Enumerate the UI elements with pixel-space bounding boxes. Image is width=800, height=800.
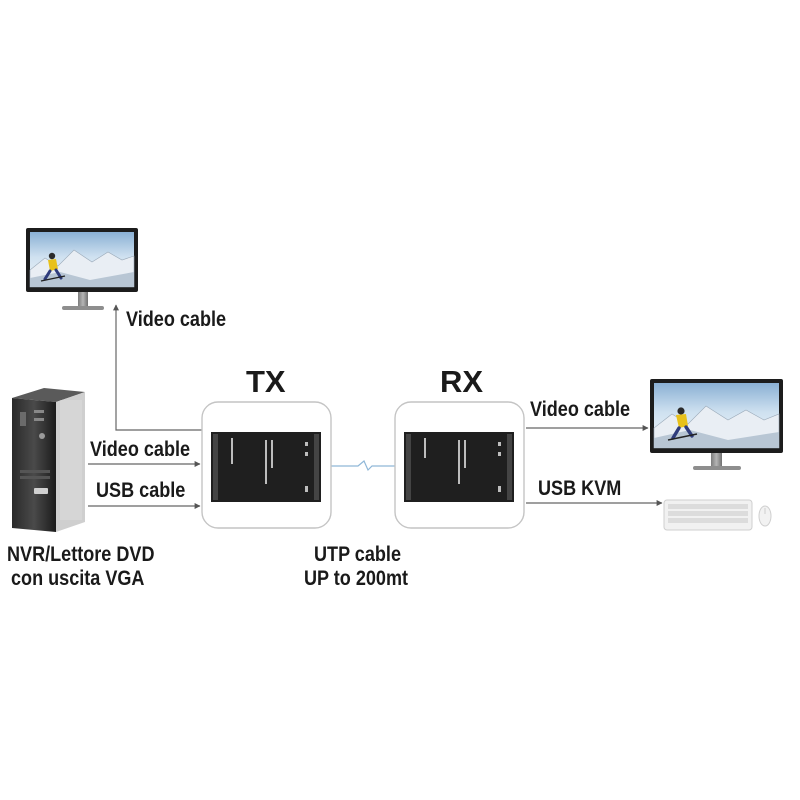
source-device-label-line2: con uscita VGA — [11, 568, 144, 590]
keyboard-mouse — [664, 500, 771, 530]
source-device-label-line1: NVR/Lettore DVD — [7, 544, 155, 566]
video-cable-tx-label: Video cable — [90, 439, 190, 461]
rx-label: RX — [440, 366, 483, 399]
usb-cable-tx-label: USB cable — [96, 480, 185, 502]
rx-box — [395, 402, 524, 528]
utp-cable-label-line1: UTP cable — [314, 544, 401, 566]
monitor-top-left — [26, 228, 138, 310]
usb-kvm-label: USB KVM — [538, 478, 621, 500]
monitor-right — [650, 379, 783, 470]
video-cable-monitor-label: Video cable — [126, 309, 226, 331]
utp-cable-line — [331, 461, 395, 470]
pc-tower — [12, 388, 85, 532]
utp-cable-label-line2: UP to 200mt — [304, 568, 408, 590]
video-cable-rx-label: Video cable — [530, 399, 630, 421]
tx-label: TX — [246, 366, 286, 399]
tx-box — [202, 402, 331, 528]
